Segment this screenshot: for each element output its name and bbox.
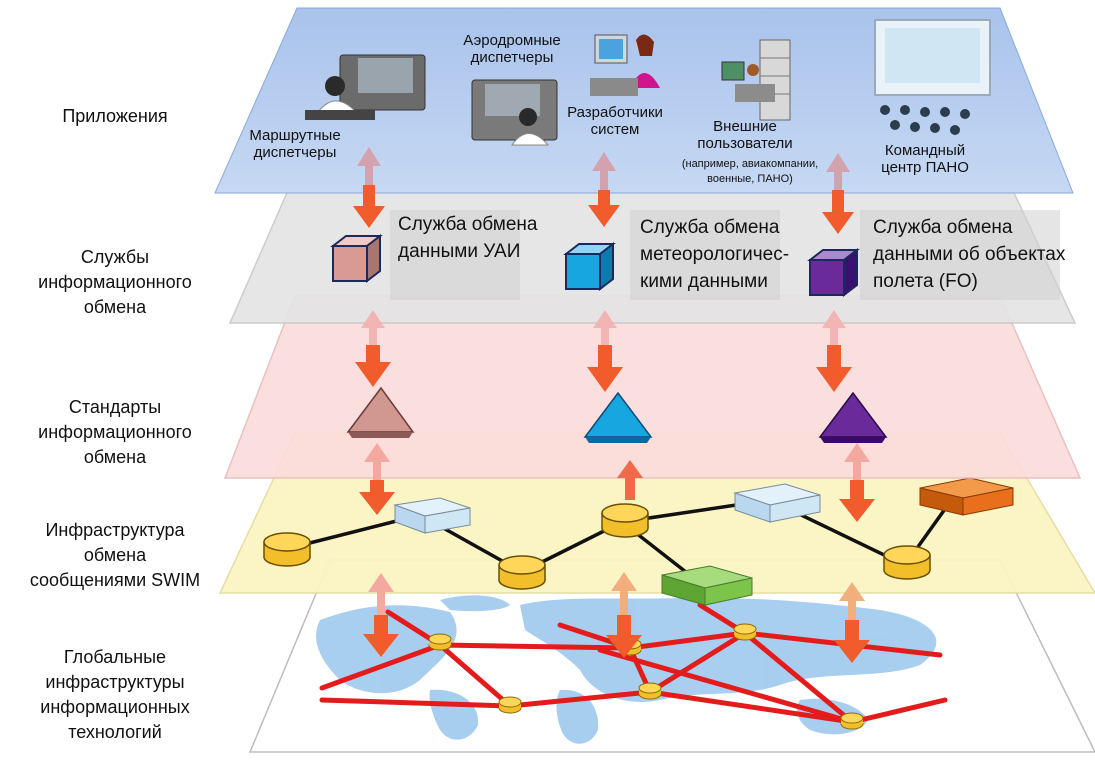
layer-label-services: Службы информационного обмена: [38, 247, 192, 317]
app-label-command: Командный центр ПАНО: [881, 142, 969, 176]
layer-label-it: Глобальные инфраструктуры информационных…: [40, 647, 190, 742]
it-node-database: [498, 696, 522, 714]
swim-database: [601, 503, 649, 538]
layer-label-standards: Стандарты информационного обмена: [38, 397, 192, 467]
layer-arrows: [353, 147, 875, 663]
standard-triangle-ais: [346, 386, 415, 438]
standard-triangle-met: [583, 391, 653, 443]
arrow-down-dark: [834, 620, 870, 663]
it-node-database: [733, 623, 757, 641]
arrow-down-dark: [839, 480, 875, 522]
layer-label-applications: Приложения: [62, 106, 168, 126]
service-label-ais: Служба обмена данными УАИ: [398, 214, 538, 262]
it-node-database: [428, 633, 452, 651]
arrow-down-dark: [359, 480, 395, 515]
service-cube-met: [563, 241, 616, 292]
arrow-up-light: [839, 582, 865, 620]
app-label-developers: Разработчики систем: [567, 104, 663, 138]
it-node-database: [840, 712, 864, 730]
app-label-aerodrome: Аэродромные диспетчеры: [463, 32, 561, 66]
arrow-up-light: [593, 310, 617, 345]
arrow-up-light: [617, 460, 643, 500]
arrow-up-light: [826, 153, 850, 190]
arrow-up-light: [822, 310, 846, 345]
arrow-up-light: [357, 147, 381, 185]
app-label-enroute: Маршрутные диспетчеры: [249, 127, 341, 161]
arrow-down-dark: [587, 345, 623, 392]
it-node-database: [638, 682, 662, 700]
applications-plane: [214, 7, 1074, 194]
app-note-external: (например, авиакомпании, военные, ПАНО): [681, 158, 819, 185]
arrow-up-light: [611, 572, 637, 615]
enroute-controllers-illustration: [305, 54, 426, 120]
service-cube-fo: [807, 247, 860, 298]
arrow-up-light: [844, 443, 870, 480]
app-label-external: Внешние пользователи: [697, 118, 793, 152]
arrow-down-dark: [606, 615, 642, 658]
it-network-links: [319, 602, 948, 725]
external-users-illustration: [721, 39, 791, 121]
swim-green-server: [661, 565, 753, 606]
standards-plane: [223, 295, 1082, 479]
layer-label-swim: Инфраструктура обмена сообщениями SWIM: [29, 520, 201, 590]
service-label-met: Служба обмена метеорологичес- кими данны…: [640, 217, 790, 292]
services-plane: [228, 162, 1077, 324]
arrow-down-dark: [588, 190, 620, 227]
arrow-up-light: [592, 152, 616, 190]
swim-database: [498, 555, 546, 590]
service-label-fo: Служба обмена данными об объектах полета…: [873, 217, 1066, 292]
arrow-up-light: [368, 573, 394, 615]
arrow-down-dark: [822, 190, 854, 234]
swim-orange-server: [919, 477, 1014, 516]
arrow-up-light: [361, 310, 385, 345]
system-developers-illustration: [590, 34, 660, 96]
aerodrome-controllers-illustration: [471, 79, 558, 146]
arrow-down-dark: [816, 345, 852, 392]
swim-switch: [733, 483, 821, 523]
arrow-up-light: [364, 443, 390, 480]
swim-database: [263, 532, 311, 567]
service-cube-ais: [330, 233, 383, 284]
swim-switch: [393, 497, 471, 534]
arrow-down-dark: [355, 345, 391, 387]
command-center-illustration: [874, 19, 991, 135]
swim-database: [883, 545, 931, 580]
standard-triangle-fo: [818, 391, 888, 443]
arrow-down-dark: [363, 615, 399, 657]
arrow-down-dark: [353, 185, 385, 228]
